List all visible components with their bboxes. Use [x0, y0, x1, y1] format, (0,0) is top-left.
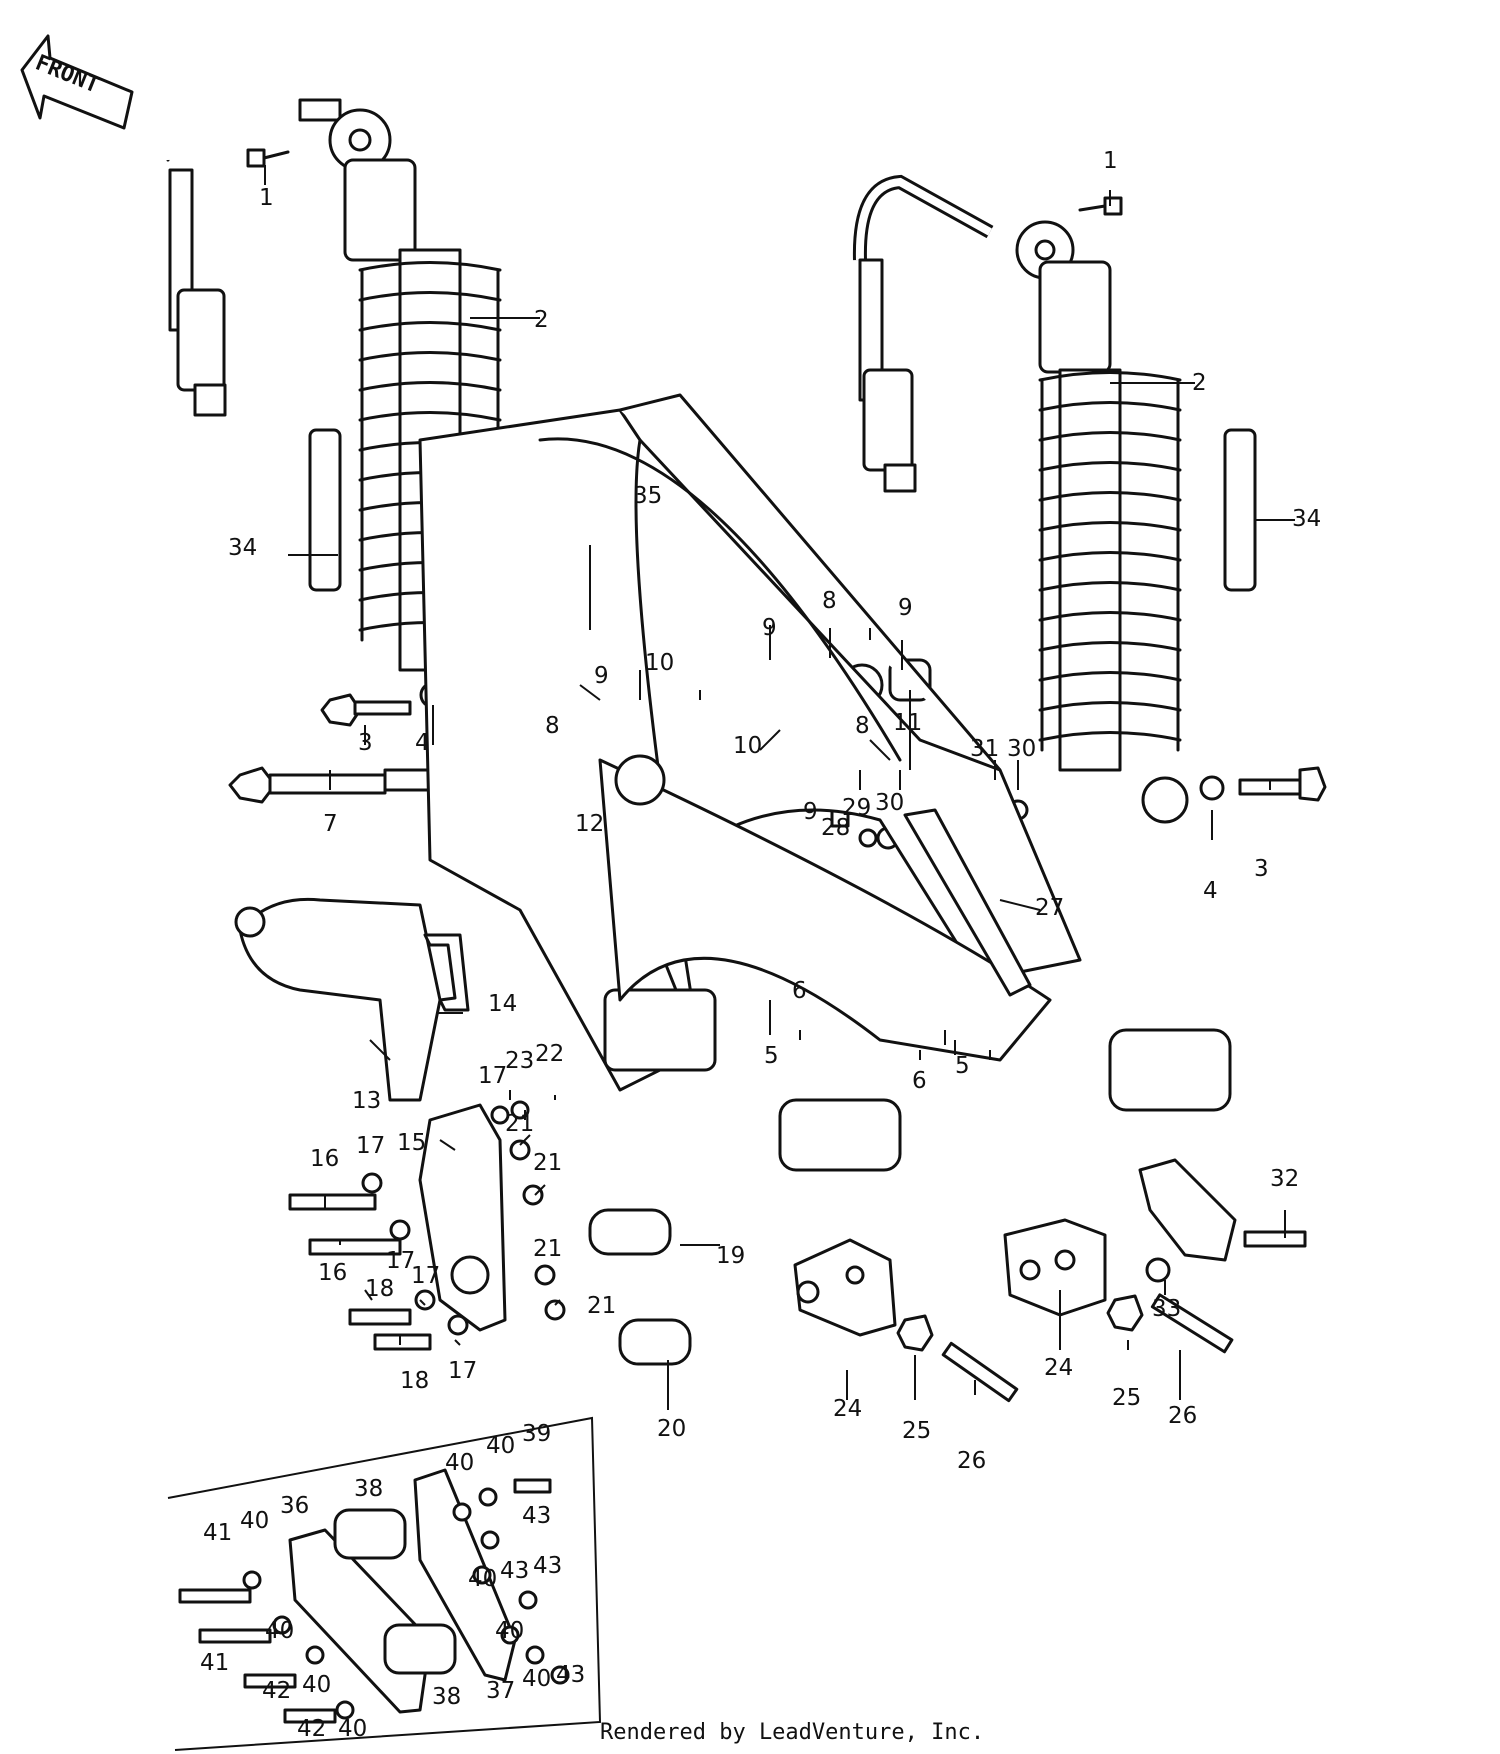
callout: 25 — [1112, 1385, 1142, 1411]
callout: 5 — [764, 1043, 779, 1069]
callout: 11 — [893, 710, 923, 736]
callout: 40 — [468, 1566, 498, 1592]
callout: 29 — [842, 795, 872, 821]
callout: 39 — [522, 1421, 552, 1447]
caliper-bracket — [288, 1100, 692, 1366]
callout: 16 — [310, 1146, 340, 1172]
callout: 9 — [803, 799, 818, 825]
callout: 12 — [575, 811, 605, 837]
callout: 24 — [833, 1396, 863, 1422]
callout: 37 — [486, 1678, 516, 1704]
callout: 8 — [545, 713, 560, 739]
callout: 31 — [970, 736, 1000, 762]
callout: 33 — [1152, 1296, 1182, 1322]
callout: 28 — [821, 815, 851, 841]
callout: 41 — [203, 1520, 233, 1546]
leader-lines — [264, 165, 1295, 1410]
torque-link — [903, 808, 1032, 997]
callout: 7 — [323, 811, 338, 837]
callout: 15 — [397, 1130, 427, 1156]
callout: 10 — [733, 733, 763, 759]
callout: 10 — [645, 650, 675, 676]
callout: 40 — [302, 1672, 332, 1698]
callout: 17 — [411, 1263, 441, 1289]
callout: 40 — [445, 1450, 475, 1476]
callout: 9 — [594, 663, 609, 689]
callout: 14 — [488, 991, 518, 1017]
callout: 42 — [262, 1678, 292, 1704]
callout: 41 — [200, 1650, 230, 1676]
callout: 26 — [957, 1448, 987, 1474]
callout: 21 — [587, 1293, 617, 1319]
callout: 20 — [657, 1416, 687, 1442]
callout: 17 — [356, 1133, 386, 1159]
chain-guard — [234, 897, 470, 1102]
callout: 17 — [386, 1248, 416, 1274]
callout: 2 — [534, 307, 549, 333]
callout: 30 — [875, 790, 905, 816]
callout: 1 — [259, 185, 274, 211]
callout: 21 — [505, 1111, 535, 1137]
callout: 21 — [533, 1236, 563, 1262]
callout: 17 — [478, 1063, 508, 1089]
callout: 38 — [432, 1684, 462, 1710]
callout: 4 — [415, 730, 430, 756]
callout: 19 — [716, 1243, 746, 1269]
callout: 2 — [1192, 370, 1207, 396]
callout: 9 — [762, 615, 777, 641]
callout: 34 — [228, 535, 258, 561]
callout: 1 — [1103, 148, 1118, 174]
callout: 22 — [535, 1041, 565, 1067]
callout: 40 — [338, 1716, 368, 1742]
callout: 3 — [358, 730, 373, 756]
callout: 40 — [486, 1433, 516, 1459]
callout: 18 — [400, 1368, 430, 1394]
axle-adjusters — [793, 1158, 1307, 1403]
callout: 21 — [533, 1150, 563, 1176]
credit-line: Rendered by LeadVenture, Inc. — [600, 1720, 985, 1745]
callout: 25 — [902, 1418, 932, 1444]
callout: 43 — [556, 1662, 586, 1688]
callout: 43 — [533, 1553, 563, 1579]
front-arrow-icon — [20, 34, 134, 130]
callout: 34 — [1292, 506, 1322, 532]
callout: 40 — [495, 1618, 525, 1644]
callout: 23 — [505, 1048, 535, 1074]
callout: 26 — [1168, 1403, 1198, 1429]
callout: 43 — [522, 1503, 552, 1529]
callout: 24 — [1044, 1355, 1074, 1381]
callout: 16 — [318, 1260, 348, 1286]
callout: 17 — [448, 1358, 478, 1384]
inset-alternate-parts — [167, 1416, 602, 1751]
right-shock-absorber — [852, 174, 1189, 824]
callout: 40 — [240, 1508, 270, 1534]
callout: 43 — [500, 1558, 530, 1584]
callout: 36 — [280, 1493, 310, 1519]
callout: 27 — [1035, 895, 1065, 921]
callout: 5 — [955, 1053, 970, 1079]
callout: 30 — [1007, 736, 1037, 762]
callout: 3 — [1254, 856, 1269, 882]
swingarm — [418, 393, 1232, 1172]
callout: 13 — [352, 1088, 382, 1114]
callout: 6 — [912, 1068, 927, 1094]
callout: 8 — [822, 588, 837, 614]
callout: 42 — [297, 1716, 327, 1742]
callout: 38 — [354, 1476, 384, 1502]
callout: 35 — [633, 483, 663, 509]
callout: 18 — [365, 1276, 395, 1302]
callout: 6 — [792, 978, 807, 1004]
callout: 4 — [1203, 878, 1218, 904]
callout: 9 — [898, 595, 913, 621]
callout: 40 — [265, 1618, 295, 1644]
callout: 40 — [522, 1666, 552, 1692]
callout: 32 — [1270, 1166, 1300, 1192]
chain-guard-strips — [308, 428, 1257, 592]
callout: 8 — [855, 713, 870, 739]
